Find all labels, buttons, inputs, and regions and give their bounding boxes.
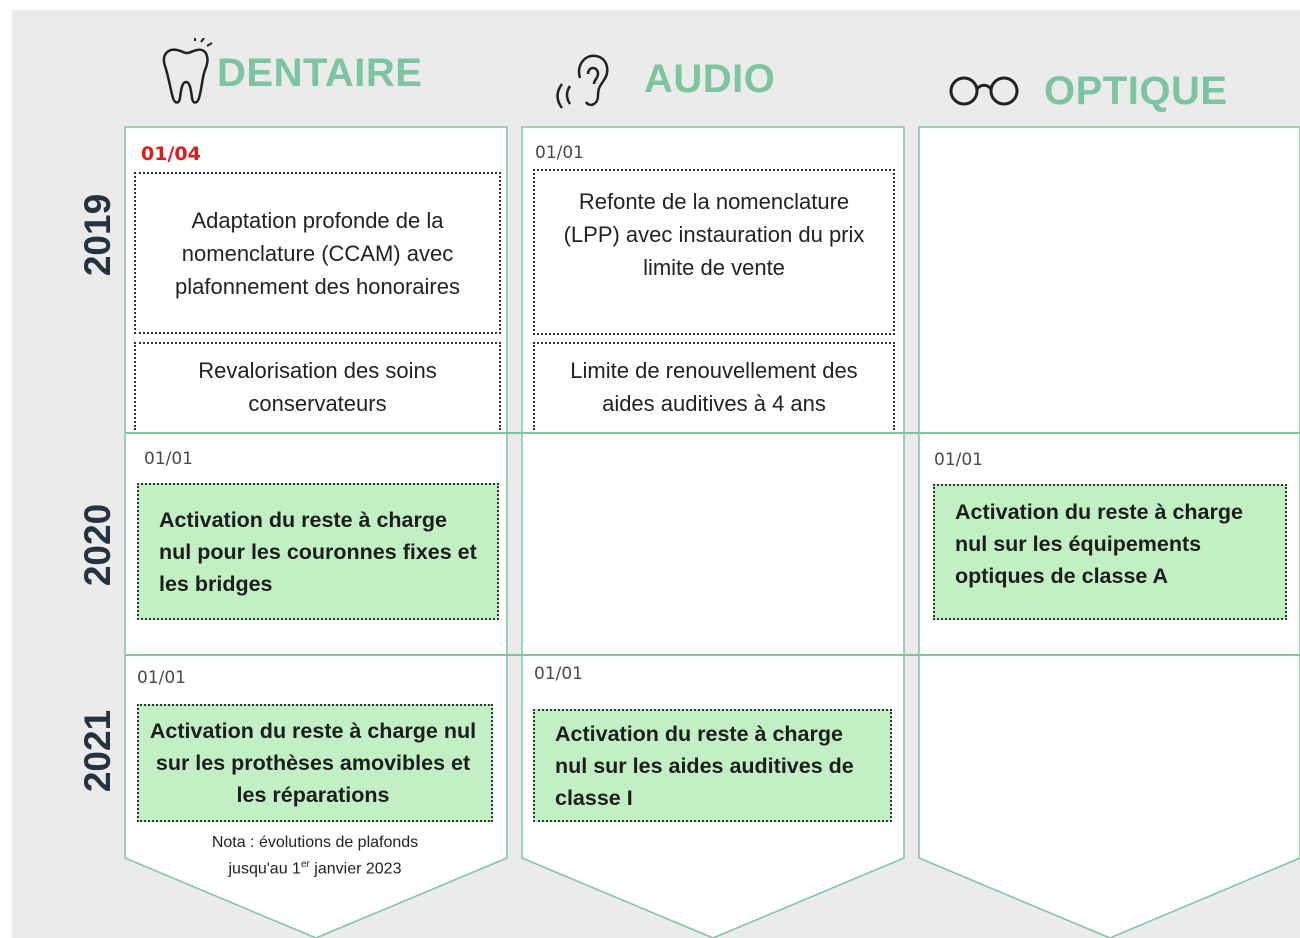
box-dentaire-2020-couronnes: Activation du reste à charge nul pour le… (137, 483, 499, 620)
box-audio-2021-classe-i: Activation du reste à charge nul sur les… (533, 709, 892, 822)
header-band (12, 10, 1300, 128)
note-line-2: jusqu'au 1er janvier 2023 (228, 859, 402, 878)
date-dentaire-2020: 01/01 (144, 449, 193, 469)
row-label-2019: 2019 (77, 193, 118, 277)
note-dentaire-2021: Nota : évolutions de plafonds jusqu'au 1… (160, 832, 470, 880)
date-optique-2020: 01/01 (934, 450, 983, 470)
glasses-icon (944, 56, 1024, 126)
date-dentaire-2019: 01/04 (141, 143, 201, 165)
row-label-2021: 2021 (77, 709, 118, 793)
column-title-optique: OPTIQUE (1044, 68, 1228, 113)
column-header-audio: AUDIO (556, 44, 775, 114)
box-dentaire-2021-protheses: Activation du reste à charge nul sur les… (137, 704, 493, 822)
date-audio-2019: 01/01 (535, 143, 584, 163)
date-dentaire-2021: 01/01 (137, 668, 186, 688)
box-audio-2019-nomenclature: Refonte de la nomenclature (LPP) avec in… (533, 169, 895, 335)
box-audio-2019-renouvellement: Limite de renouvellement des aides audit… (533, 342, 895, 430)
box-dentaire-2019-revalorisation: Revalorisation des soins conservateurs (134, 342, 501, 430)
column-header-dentaire: DENTAIRE (155, 37, 423, 108)
column-header-optique: OPTIQUE (944, 56, 1228, 126)
column-title-audio: AUDIO (644, 56, 776, 101)
date-audio-2021: 01/01 (534, 664, 583, 684)
note-line-1: Nota : évolutions de plafonds (211, 834, 419, 851)
row-label-2020: 2020 (77, 503, 118, 587)
tooth-icon (155, 37, 215, 108)
box-dentaire-2019-nomenclature: Adaptation profonde de la nomenclature (… (134, 172, 501, 334)
column-title-dentaire: DENTAIRE (217, 50, 423, 95)
box-optique-2020-classe-a: Activation du reste à charge nul sur les… (933, 484, 1287, 620)
ear-icon (556, 44, 616, 114)
